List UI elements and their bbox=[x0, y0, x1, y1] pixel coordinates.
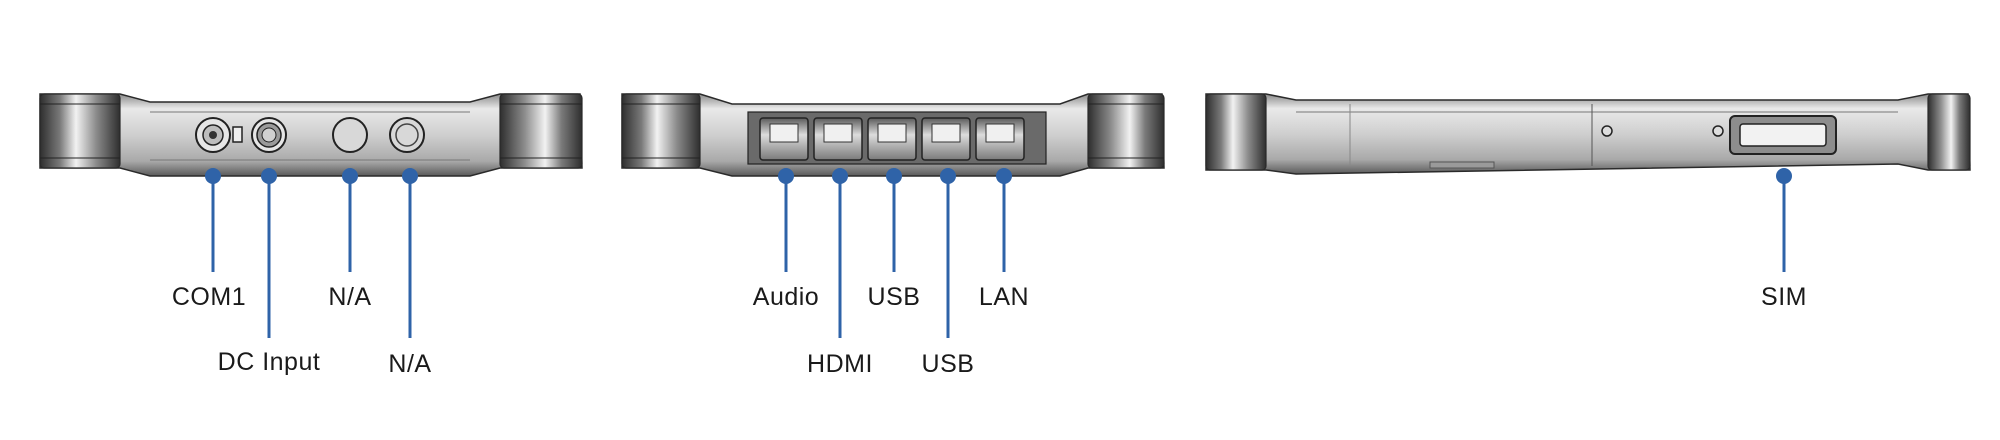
com1-connector-icon bbox=[195, 117, 243, 153]
callout-label-hdmi: HDMI bbox=[807, 350, 873, 378]
callout-dc-input: DC Input bbox=[218, 168, 321, 376]
callout-com1: COM1 bbox=[172, 168, 246, 311]
bottom-view bbox=[621, 93, 1165, 177]
callout-label-com1: COM1 bbox=[172, 283, 246, 311]
lan-port-icon bbox=[975, 117, 1025, 161]
callout-label-na-2: N/A bbox=[388, 350, 431, 378]
callout-na-2: N/A bbox=[388, 168, 431, 378]
callout-hdmi: HDMI bbox=[807, 168, 873, 378]
sim-slot-icon bbox=[1729, 115, 1837, 155]
callouts-left-side: COM1 DC Input N/A N/A bbox=[172, 168, 431, 378]
callout-lan: LAN bbox=[979, 168, 1029, 311]
callouts-right-side: SIM bbox=[1761, 168, 1807, 311]
na-port-2-icon bbox=[389, 117, 425, 153]
callout-na-1: N/A bbox=[328, 168, 371, 311]
callout-audio: Audio bbox=[753, 168, 819, 311]
audio-port-icon bbox=[759, 117, 809, 161]
right-side-device-body bbox=[1205, 93, 1971, 175]
callout-label-usb-1: USB bbox=[868, 283, 921, 311]
callout-usb-2: USB bbox=[922, 168, 975, 378]
callout-label-usb-2: USB bbox=[922, 350, 975, 378]
left-side-view bbox=[39, 93, 583, 177]
callout-label-lan: LAN bbox=[979, 283, 1029, 311]
callout-label-audio: Audio bbox=[753, 283, 819, 311]
na-port-1-icon bbox=[332, 117, 368, 153]
callout-label-na-1: N/A bbox=[328, 283, 371, 311]
callout-sim: SIM bbox=[1761, 168, 1807, 311]
usb-port-1-icon bbox=[867, 117, 917, 161]
left-side-device-body bbox=[39, 93, 583, 177]
callout-usb-1: USB bbox=[868, 168, 921, 311]
hdmi-port-icon bbox=[813, 117, 863, 161]
callouts-bottom: Audio HDMI USB USB LAN bbox=[753, 168, 1029, 378]
callout-label-sim: SIM bbox=[1761, 283, 1807, 311]
right-side-view bbox=[1205, 93, 1971, 175]
dc-input-connector-icon bbox=[251, 117, 287, 153]
usb-port-2-icon bbox=[921, 117, 971, 161]
callout-label-dc-input: DC Input bbox=[218, 348, 321, 376]
